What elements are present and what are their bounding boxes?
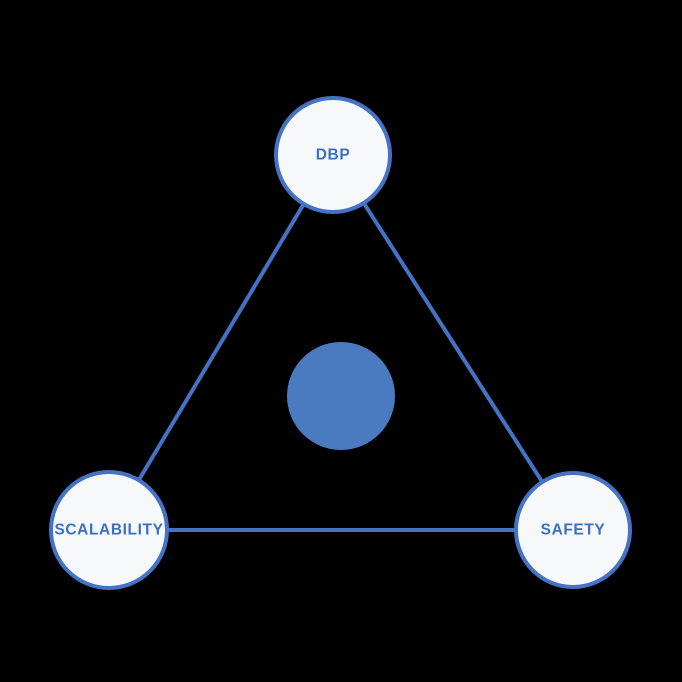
center-node-circle[interactable]: [287, 342, 395, 450]
node-dbp-label: DBP: [316, 147, 351, 164]
node-dbp-circle[interactable]: [274, 96, 392, 214]
node-scalability-label: SCALABILITY: [54, 522, 163, 539]
node-safety[interactable]: SAFETY: [514, 471, 632, 589]
edge-dbp-scalability: [137, 203, 305, 481]
node-scalability-circle[interactable]: [49, 470, 169, 590]
node-dbp[interactable]: DBP: [274, 96, 392, 214]
edge-dbp-safety: [362, 202, 544, 483]
center-node[interactable]: [287, 342, 395, 450]
edge-group: [137, 202, 544, 532]
node-safety-circle[interactable]: [514, 471, 632, 589]
node-safety-label: SAFETY: [541, 522, 606, 539]
node-scalability[interactable]: SCALABILITY: [49, 470, 169, 590]
